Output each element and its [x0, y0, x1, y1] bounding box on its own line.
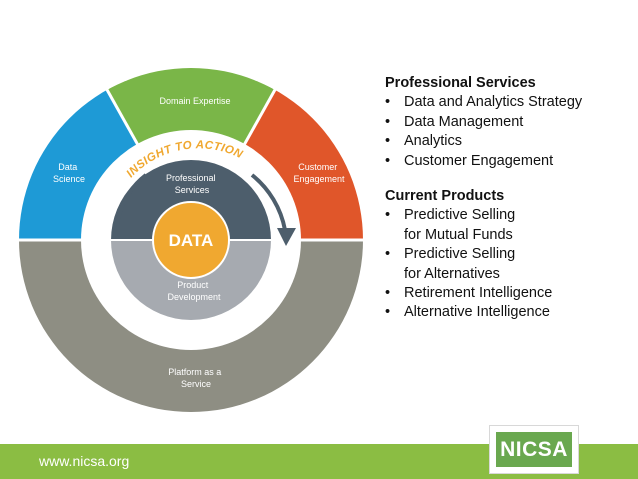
current-products-list: Predictive Selling for Mutual Funds Pred… [385, 206, 635, 323]
list-item: Data Management [385, 113, 635, 133]
list-item: Predictive Selling for Alternatives [385, 245, 635, 284]
list-item-line: Alternative Intelligence [404, 304, 550, 321]
data-core [152, 201, 230, 279]
professional-services-list: Data and Analytics Strategy Data Managem… [385, 93, 635, 171]
website-link[interactable]: www.nicsa.org [39, 453, 130, 469]
list-item-line: Predictive Selling [404, 207, 516, 224]
list-item: Data and Analytics Strategy [385, 93, 635, 113]
platform-label: Platform as a Service [168, 367, 224, 389]
list-item: Alternative Intelligence [385, 303, 635, 323]
customer-engagement-label: Customer Engagement [293, 162, 345, 184]
product-development-label: Product Development [167, 280, 221, 302]
data-science-label: Data Science [53, 162, 85, 184]
services-panel: Professional Services Data and Analytics… [385, 74, 635, 323]
insight-arc-right [250, 173, 287, 231]
insight-arc [115, 173, 148, 228]
list-item-line: Retirement Intelligence [404, 285, 553, 302]
list-item-line: for Mutual Funds [404, 226, 513, 243]
list-item-line: Predictive Selling [404, 246, 516, 263]
professional-services-heading: Professional Services [385, 75, 536, 91]
arrow-head-icon [277, 228, 296, 246]
nicsa-logo-text: NICSA [496, 432, 572, 467]
list-item: Customer Engagement [385, 152, 635, 172]
list-item: Retirement Intelligence [385, 284, 635, 304]
current-products-heading: Current Products [385, 188, 505, 205]
list-item: Analytics [385, 132, 635, 152]
list-item: Predictive Selling for Mutual Funds [385, 206, 635, 245]
nicsa-logo: NICSA [489, 425, 579, 474]
data-core-label: DATA [169, 231, 214, 250]
list-item-line: for Alternatives [404, 265, 500, 282]
insight-to-action-diagram: INSIGHT TO ACTION Domain Expertise Data … [19, 68, 363, 412]
domain-expertise-label: Domain Expertise [159, 96, 230, 106]
professional-services-label: Professional Services [166, 173, 218, 195]
